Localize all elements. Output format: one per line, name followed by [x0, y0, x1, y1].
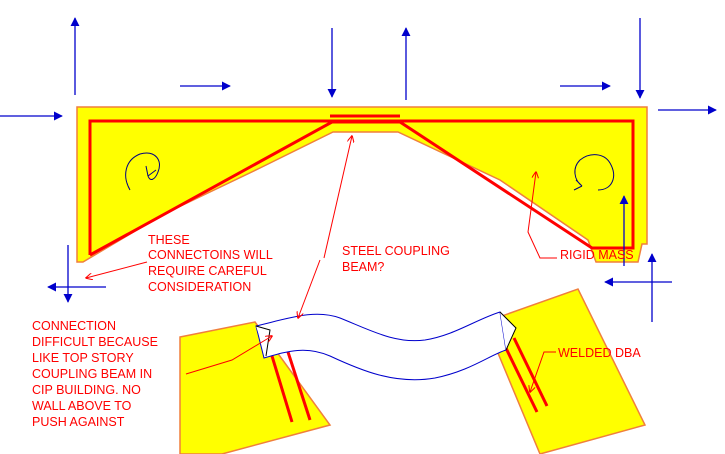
label-welded-dba: WELDED DBA [558, 346, 641, 360]
label-connections: THESE CONNECTOINS WILL REQUIRE CAREFUL C… [148, 233, 276, 294]
rebar-right-1 [501, 341, 539, 413]
rotation-curl-left [125, 152, 160, 191]
force-arrows [0, 17, 717, 322]
beam-end-right [499, 311, 517, 351]
leader-beam-up [323, 136, 352, 259]
rotation-curl-right [573, 154, 614, 191]
leader-connections [86, 261, 148, 278]
label-steel-coupling-beam: STEEL COUPLING BEAM? [342, 244, 453, 274]
rebar-right-2 [512, 337, 549, 407]
leader-beam-down [298, 259, 321, 318]
rebar-top-mass [88, 119, 635, 257]
label-rigid-mass: RIGID MASS [560, 248, 634, 262]
leader-lines [86, 136, 557, 392]
rigid-mass-block [76, 106, 648, 263]
leader-connection-difficult [185, 336, 272, 375]
label-connection-difficult: CONNECTION DIFFICULT BECAUSE LIKE TOP ST… [32, 319, 161, 429]
leader-rigid-mass [527, 172, 557, 259]
leader-welded-dba [530, 351, 556, 392]
rebar-left-2 [286, 351, 312, 421]
rebar-left-1 [270, 355, 294, 423]
lower-right-wall [484, 288, 647, 454]
